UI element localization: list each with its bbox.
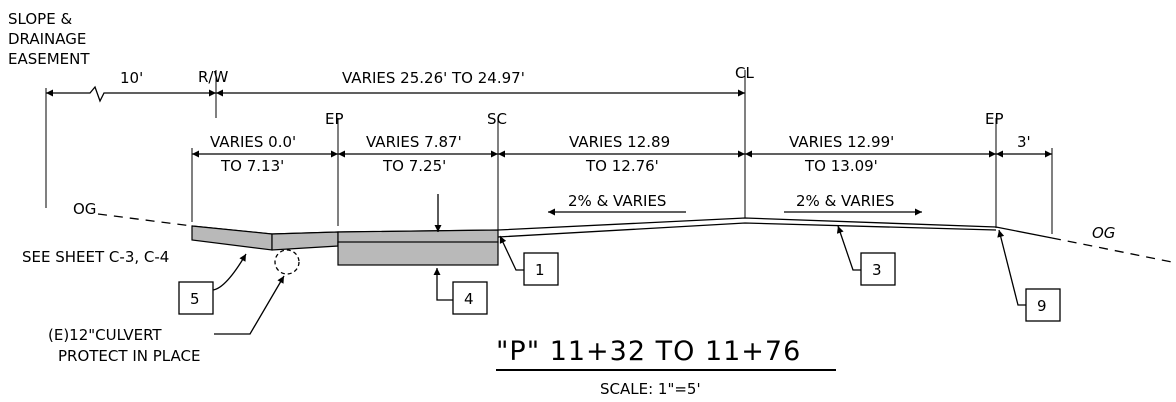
dim-seg2-bottom: TO 7.25'	[382, 157, 446, 175]
rw-label: R/W	[198, 68, 228, 86]
dim-seg3-bottom: TO 12.76'	[585, 157, 659, 175]
callout-5-leader	[212, 253, 247, 291]
og-line-left	[97, 213, 193, 227]
dim-10ft-label: 10'	[120, 69, 143, 87]
callout-box-9	[1025, 288, 1061, 322]
dim-3ft-label: 3'	[1017, 133, 1031, 151]
easement-label-line1: SLOPE &	[8, 10, 72, 28]
callout-4-label: 4	[464, 290, 474, 308]
og-label-left: OG	[73, 200, 96, 218]
easement-label-line3: EASEMENT	[8, 50, 90, 68]
culvert-note-leader	[214, 275, 285, 335]
og-line-right	[1051, 237, 1173, 263]
varies-total-label: VARIES 25.26' TO 24.97'	[342, 69, 525, 87]
callout-box-1	[523, 252, 559, 286]
culvert-note-line1: (E)12"CULVERT	[48, 326, 162, 344]
slope-label-right: 2% & VARIES	[796, 192, 894, 210]
callout-4-leader	[433, 268, 453, 301]
culvert-note-line2: PROTECT IN PLACE	[58, 347, 200, 365]
callout-box-5	[178, 281, 214, 315]
callout-1-leader	[499, 235, 524, 271]
section-base-layer	[337, 241, 499, 266]
culvert-circle	[274, 249, 300, 275]
ep-right-label: EP	[985, 110, 1004, 128]
callout-9-leader	[997, 229, 1026, 306]
centerline-label: CL	[735, 64, 754, 82]
callout-3-leader	[836, 225, 861, 271]
easement-label-line2: DRAINAGE	[8, 30, 86, 48]
sc-label: SC	[487, 110, 507, 128]
ep-left-label: EP	[325, 110, 344, 128]
section-mid-wedge	[271, 231, 339, 251]
slope-label-left: 2% & VARIES	[568, 192, 666, 210]
scale-label: SCALE: 1"=5'	[600, 380, 701, 398]
dim-seg1-bottom: TO 7.13'	[220, 157, 284, 175]
callout-9-label: 9	[1037, 297, 1047, 315]
dim-seg2-top: VARIES 7.87'	[366, 133, 462, 151]
callout-1-label: 1	[535, 261, 545, 279]
dim-seg1-top: VARIES 0.0'	[210, 133, 296, 151]
callout-box-3	[860, 252, 896, 286]
dim-seg3-top: VARIES 12.89	[569, 133, 670, 151]
callout-3-label: 3	[872, 261, 882, 279]
section-title: "P" 11+32 TO 11+76	[496, 336, 801, 367]
og-label-right: OG	[1092, 224, 1115, 242]
section-left-wedge	[191, 225, 273, 251]
callout-box-4	[452, 281, 488, 315]
callout-5-label: 5	[190, 290, 200, 308]
dim-line-10ft	[46, 85, 216, 103]
dim-seg4-top: VARIES 12.99'	[789, 133, 894, 151]
pavement-bottom-line	[497, 222, 997, 238]
dim-seg4-bottom: TO 13.09'	[804, 157, 878, 175]
see-sheet-note: SEE SHEET C-3, C-4	[22, 248, 169, 266]
